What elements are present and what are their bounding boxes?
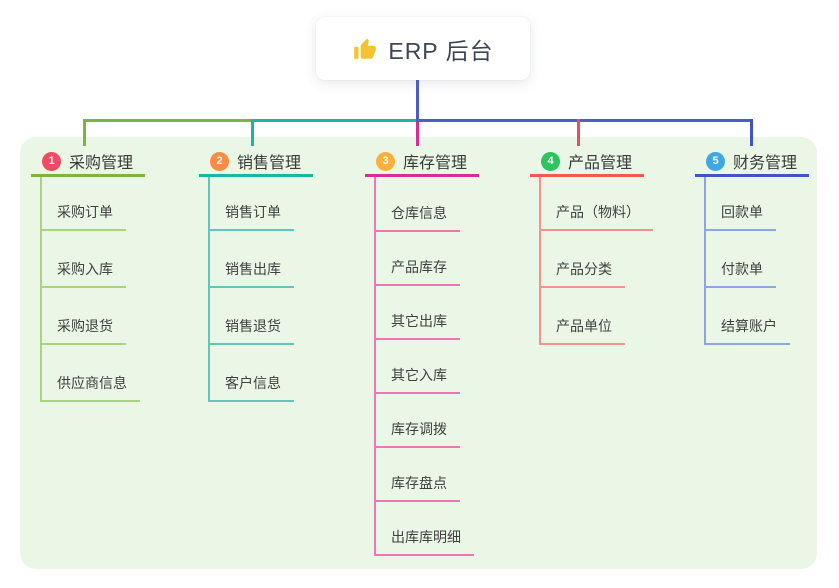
- branch-2-child-node[interactable]: 销售退货: [208, 317, 294, 345]
- branch-1-node[interactable]: 1 采购管理: [42, 150, 133, 172]
- branch-4-number-badge: 4: [541, 151, 560, 171]
- branch-1-tree-line: [40, 177, 42, 402]
- branch-3-child-node[interactable]: 库存调拨: [374, 420, 460, 448]
- branch-drop-line-3: [416, 122, 419, 146]
- branch-3-label: 库存管理: [403, 155, 468, 172]
- branch-2-number-badge: 2: [210, 151, 229, 171]
- branch-5-label: 财务管理: [733, 155, 798, 172]
- branch-1-number-badge: 1: [42, 151, 61, 171]
- branch-1-label: 采购管理: [69, 155, 134, 172]
- branch-3-tree-line: [374, 177, 376, 556]
- branch-5-number-badge: 5: [706, 151, 725, 171]
- branch-3-child-node[interactable]: 其它出库: [374, 312, 460, 340]
- branch-2-child-node[interactable]: 客户信息: [208, 374, 294, 402]
- branch-4-tree-line: [539, 177, 541, 345]
- branch-drop-line-2: [251, 119, 254, 146]
- background-panel: [20, 137, 817, 569]
- branch-3-node[interactable]: 3 库存管理: [376, 150, 467, 172]
- branch-4-label: 产品管理: [568, 155, 633, 172]
- branch-drop-line-1: [83, 119, 86, 146]
- branch-2-tree-line: [208, 177, 210, 402]
- branch-5-tree-line: [704, 177, 706, 345]
- root-stem-line: [416, 80, 419, 119]
- branch-2-label: 销售管理: [237, 155, 302, 172]
- branch-bus-segment-1: [84, 119, 252, 122]
- branch-3-number-badge: 3: [376, 151, 395, 171]
- branch-5-child-node[interactable]: 付款单: [704, 260, 776, 288]
- branch-drop-line-4: [577, 119, 580, 146]
- branch-3-child-node[interactable]: 出库库明细: [374, 528, 474, 556]
- branch-1-child-node[interactable]: 采购退货: [40, 317, 126, 345]
- thumbs-up-icon: [354, 37, 377, 59]
- branch-5-child-node[interactable]: 回款单: [704, 203, 776, 231]
- branch-4-node[interactable]: 4 产品管理: [541, 150, 632, 172]
- branch-3-child-node[interactable]: 仓库信息: [374, 204, 460, 232]
- root-node[interactable]: ERP 后台: [316, 17, 530, 80]
- branch-1-child-node[interactable]: 采购订单: [40, 203, 126, 231]
- branch-1-underline: [31, 174, 145, 177]
- branch-4-child-node[interactable]: 产品分类: [539, 260, 625, 288]
- branch-2-child-node[interactable]: 销售订单: [208, 203, 294, 231]
- branch-drop-line-5: [750, 119, 753, 146]
- branch-5-node[interactable]: 5 财务管理: [706, 150, 797, 172]
- branch-1-child-node[interactable]: 采购入库: [40, 260, 126, 288]
- branch-3-child-node[interactable]: 库存盘点: [374, 474, 460, 502]
- branch-4-underline: [530, 174, 644, 177]
- branch-5-child-node[interactable]: 结算账户: [704, 317, 790, 345]
- branch-bus-segment-3: [416, 119, 753, 122]
- branch-1-child-node[interactable]: 供应商信息: [40, 374, 140, 402]
- branch-3-child-node[interactable]: 产品库存: [374, 258, 460, 286]
- branch-2-child-node[interactable]: 销售出库: [208, 260, 294, 288]
- branch-4-child-node[interactable]: 产品（物料）: [539, 203, 653, 231]
- root-title: ERP 后台: [388, 37, 494, 64]
- branch-2-node[interactable]: 2 销售管理: [210, 150, 301, 172]
- branch-4-child-node[interactable]: 产品单位: [539, 317, 625, 345]
- branch-3-underline: [365, 174, 479, 177]
- branch-3-child-node[interactable]: 其它入库: [374, 366, 460, 394]
- branch-2-underline: [199, 174, 313, 177]
- branch-5-underline: [695, 174, 809, 177]
- branch-bus-segment-2: [251, 119, 417, 122]
